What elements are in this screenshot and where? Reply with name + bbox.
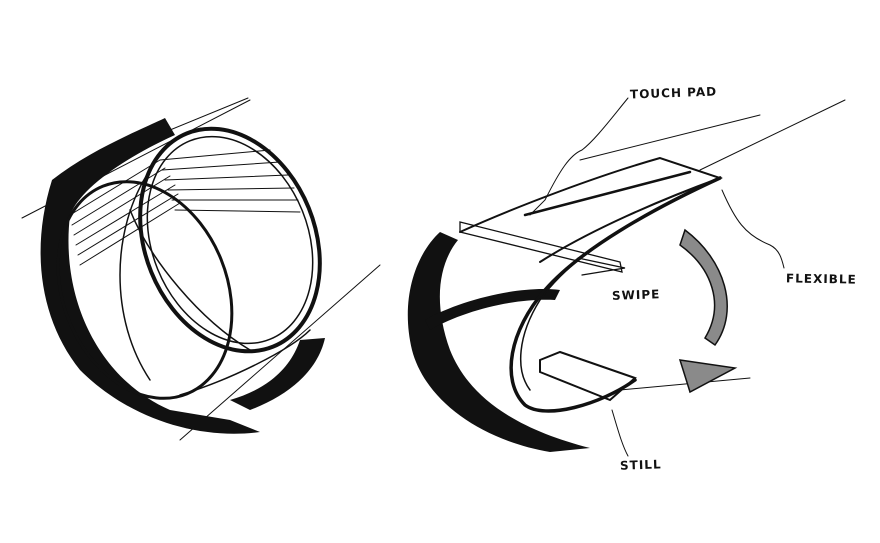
axis-line [620, 378, 750, 390]
flexible-leader [722, 190, 784, 268]
flexible-band-sketch [408, 98, 845, 456]
closed-bangle-sketch [22, 98, 380, 440]
flexible-label: FLEXIBLE [786, 271, 857, 286]
band-shadow [408, 232, 590, 452]
flex-arrow-body [680, 230, 727, 345]
axis-line [700, 100, 845, 170]
bangle-cross-curve [120, 170, 150, 380]
bangle-shadow-right [230, 338, 325, 410]
axis-line [580, 115, 760, 160]
still-leader [612, 410, 628, 456]
axis-line [180, 265, 380, 440]
axis-line [170, 98, 248, 130]
touch-pad-edge [525, 172, 690, 215]
flex-arrow-head [680, 360, 735, 392]
swipe-label: SWIPE [612, 287, 661, 303]
still-label: STILL [620, 457, 662, 472]
band-tail [540, 352, 635, 400]
